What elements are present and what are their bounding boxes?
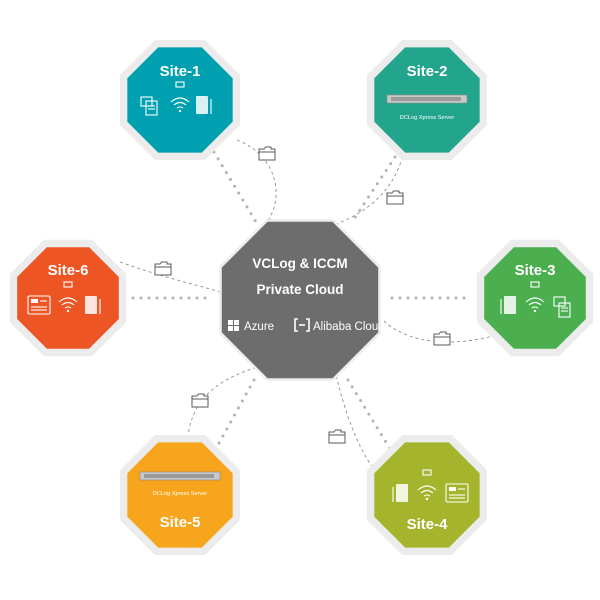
site-5-node: DCLog Xpress Server Site-5 (119, 434, 241, 556)
folder-icon (386, 190, 404, 205)
site-6-title: Site-6 (48, 262, 89, 279)
site-5-octagon (127, 442, 233, 548)
site-1-devices (140, 81, 212, 116)
desk-phone-icon (553, 296, 571, 318)
site-3-devices (500, 281, 571, 318)
folder-icon (258, 146, 276, 161)
private-cloud-node: VCLog & ICCM Private Cloud Azure Alibaba… (219, 219, 385, 381)
site-3-node: Site-3 (476, 239, 594, 357)
site-4-node: Site-4 (366, 434, 488, 556)
site-2-title: Site-2 (407, 63, 448, 80)
connector-site-4 (334, 369, 376, 471)
site-5-title: Site-5 (160, 514, 201, 531)
dotted-link-site-2 (350, 155, 397, 224)
folder-icons (154, 146, 451, 444)
site-4-title: Site-4 (407, 516, 449, 533)
wifi-icon (417, 485, 437, 501)
rack-server-icon (386, 94, 468, 104)
alibaba-cloud-label: Alibaba Cloud (313, 321, 385, 333)
windows-logo-icon (228, 320, 239, 331)
folder-icon (154, 261, 172, 276)
dotted-links (131, 150, 472, 454)
wifi-icon (58, 297, 78, 313)
connector-site-6 (119, 261, 221, 293)
azure-label: Azure (244, 321, 274, 333)
folder-icon (530, 281, 540, 288)
center-subtitle: Private Cloud (256, 282, 343, 297)
dotted-link-site-5 (212, 378, 256, 454)
gateway-device-icon (500, 296, 516, 314)
site-3-title: Site-3 (515, 262, 556, 279)
rack-server-icon (139, 471, 221, 481)
site-1-node: Site-1 (119, 39, 241, 161)
alibaba-cloud-logo-icon (294, 318, 310, 332)
wifi-icon (170, 97, 190, 113)
site-2-node: Site-2 DCLog Xpress Server (366, 39, 488, 161)
site-6-devices (27, 281, 101, 315)
folder-icon (63, 281, 73, 288)
dotted-link-site-1 (212, 150, 258, 224)
folder-icon (175, 81, 185, 88)
folder-icon (328, 429, 346, 444)
desk-phone-icon (445, 483, 469, 503)
wifi-icon (525, 297, 545, 313)
folder-icon (433, 331, 451, 346)
connector-site-5 (187, 365, 263, 437)
center-octagon (220, 220, 380, 380)
site-6-node: Site-6 (9, 239, 127, 357)
folder-icon (422, 469, 432, 476)
gateway-device-icon (85, 296, 101, 314)
gateway-device-icon (392, 484, 408, 502)
site-1-title: Site-1 (160, 63, 201, 80)
site-1-octagon (127, 47, 233, 153)
desk-phone-icon (140, 96, 158, 116)
dotted-link-site-4 (346, 378, 394, 454)
folder-icon (191, 393, 209, 408)
desk-phone-icon (27, 295, 51, 315)
center-octagon-border (219, 219, 381, 381)
gateway-device-icon (196, 96, 212, 114)
site-2-server-label: DCLog Xpress Server (400, 115, 455, 121)
site-4-devices (392, 469, 469, 503)
center-title: VCLog & ICCM (252, 256, 347, 271)
site-5-server-label: DCLog Xpress Server (153, 491, 208, 497)
